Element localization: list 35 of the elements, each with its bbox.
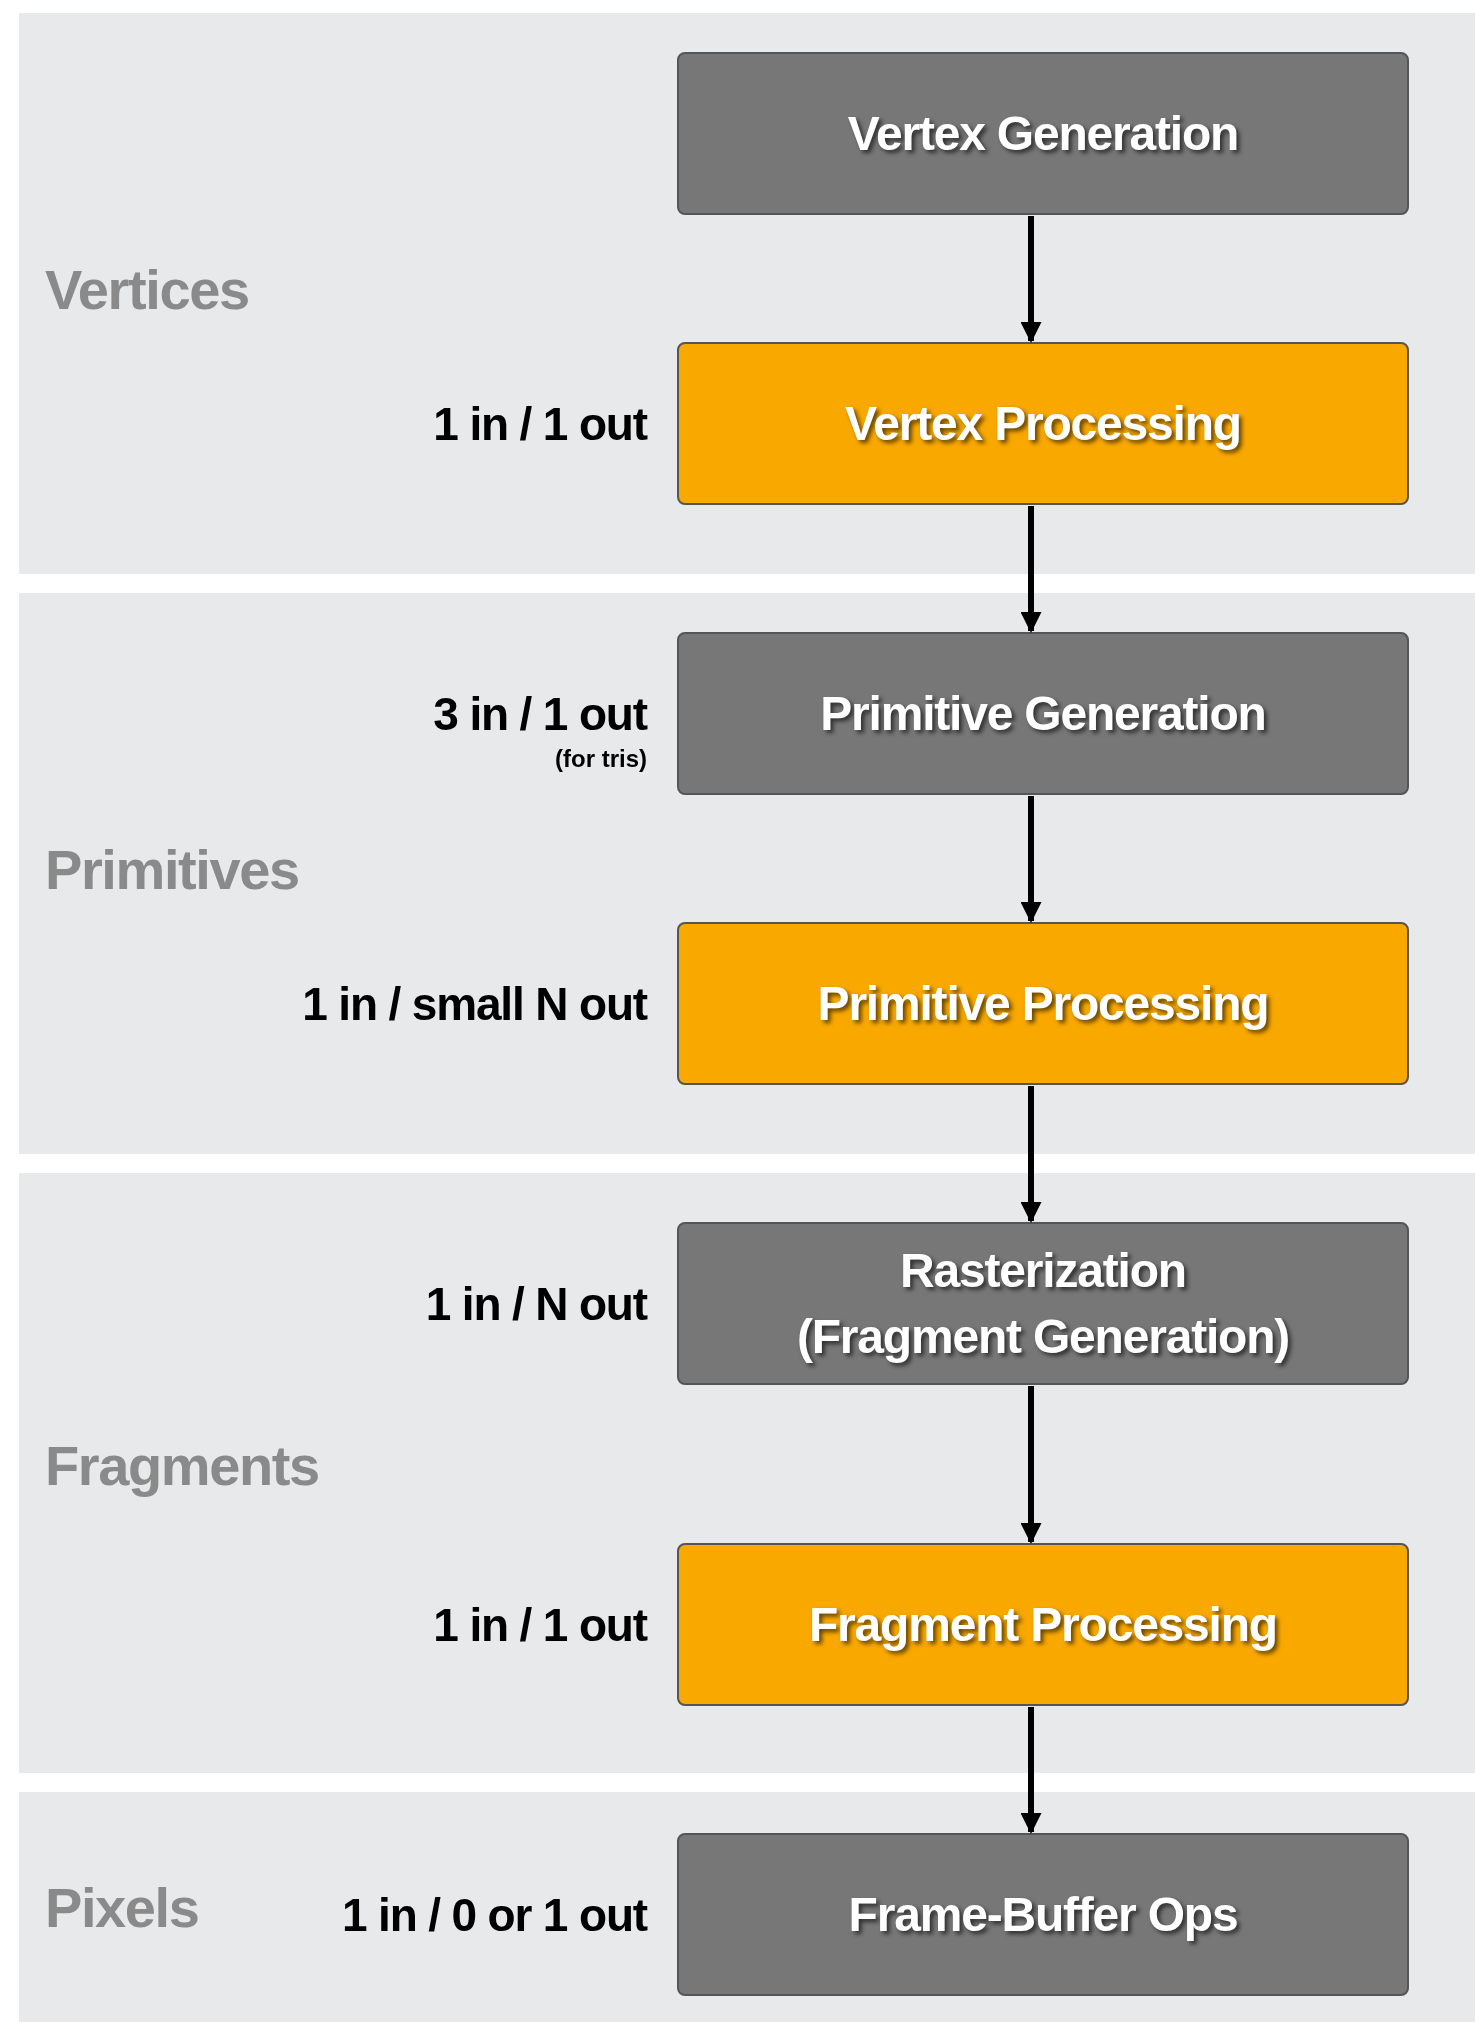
rate-label: 3 in / 1 out xyxy=(433,686,647,742)
rate-label: 1 in / 0 or 1 out xyxy=(341,1887,647,1943)
process-label: Frame-Buffer Ops xyxy=(848,1886,1238,1943)
process-box xyxy=(677,52,1409,215)
rate-label: 1 in / 1 out xyxy=(433,396,647,452)
band-background xyxy=(19,1792,1475,2022)
rate-label: 1 in / 1 out xyxy=(433,1597,647,1653)
process-label: (Fragment Generation) xyxy=(796,1308,1290,1365)
arrow xyxy=(1020,1707,1042,1835)
rate-label: 1 in / small N out xyxy=(302,976,647,1032)
arrow xyxy=(1020,506,1042,634)
process-label: Fragment Processing xyxy=(809,1596,1277,1653)
stage-label: Vertices xyxy=(45,262,249,318)
process-box xyxy=(677,632,1409,795)
stage-label: Pixels xyxy=(45,1880,199,1936)
process-label: Primitive Generation xyxy=(820,685,1266,742)
arrow xyxy=(1020,1086,1042,1224)
process-label: Vertex Processing xyxy=(845,395,1241,452)
process-box xyxy=(677,1222,1409,1385)
process-label: Vertex Generation xyxy=(847,105,1239,162)
arrow xyxy=(1020,796,1042,924)
band-background xyxy=(19,1173,1475,1773)
process-box xyxy=(677,1543,1409,1706)
note-label: (for tris) xyxy=(555,743,647,774)
process-box xyxy=(677,1833,1409,1996)
arrow xyxy=(1020,216,1042,344)
band-background xyxy=(19,593,1475,1154)
process-label: Rasterization xyxy=(900,1242,1186,1299)
band-background xyxy=(19,13,1475,574)
arrow xyxy=(1020,1386,1042,1545)
rate-label: 1 in / N out xyxy=(425,1276,647,1332)
process-label: Primitive Processing xyxy=(817,975,1269,1032)
process-box xyxy=(677,922,1409,1085)
process-box xyxy=(677,342,1409,505)
stage-label: Primitives xyxy=(45,842,299,898)
